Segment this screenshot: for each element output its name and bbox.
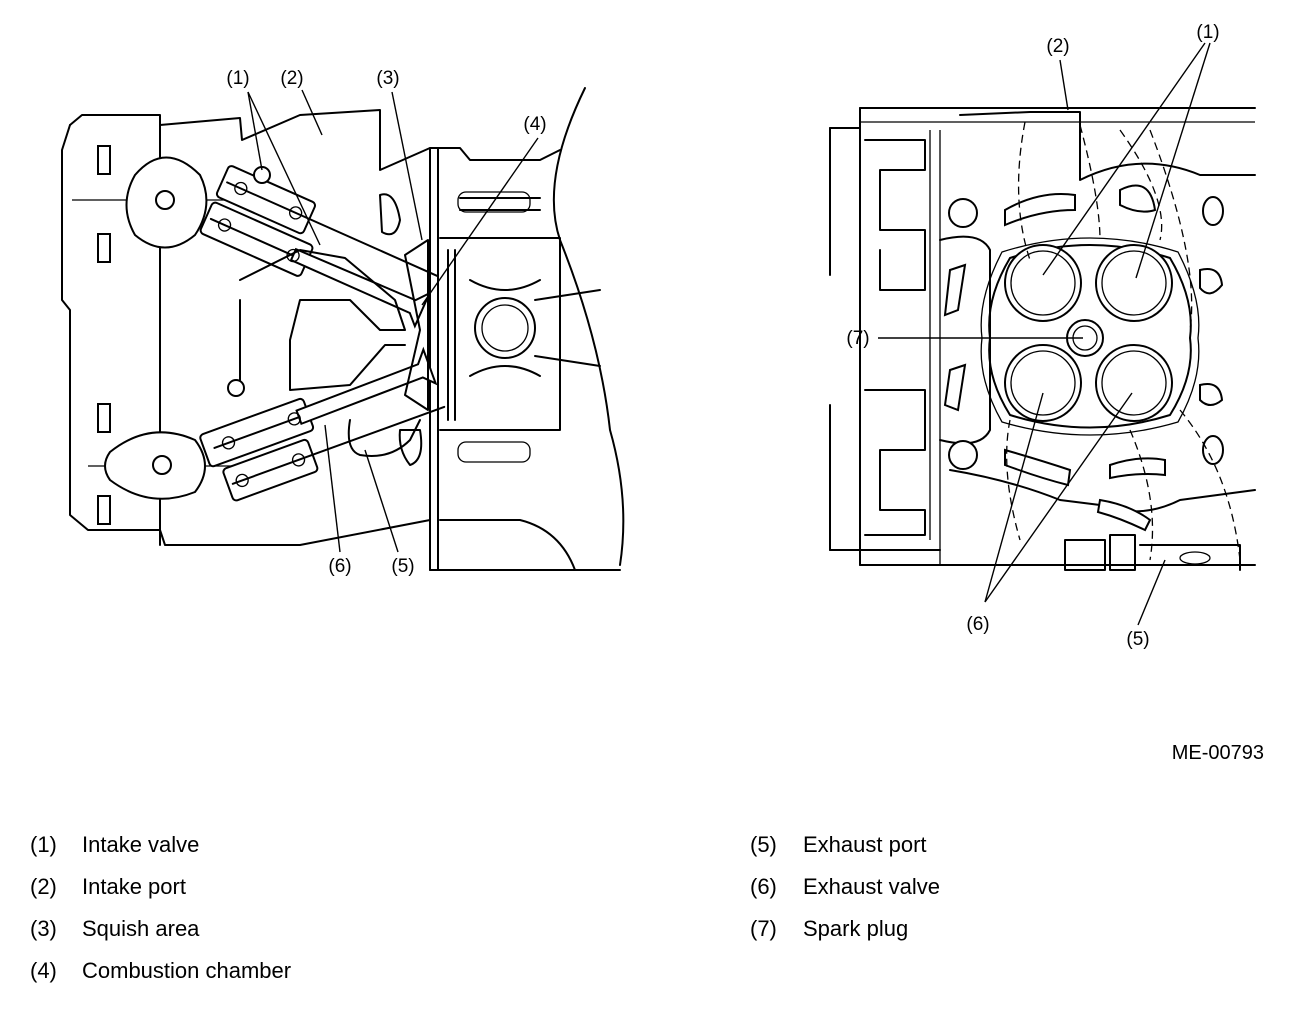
legend-label: Exhaust valve [803, 874, 940, 899]
callout-2-bottom: (2) [1046, 36, 1069, 57]
callout-1: (1) [226, 68, 249, 89]
bottom-view-leaders [878, 42, 1211, 626]
legend-label: Combustion chamber [82, 958, 291, 983]
legend-number: (1) [30, 832, 57, 857]
legend-label: Exhaust port [803, 832, 927, 857]
callout-3: (3) [376, 68, 399, 89]
legend: (1) Intake valve (2) Intake port (3) Squ… [30, 832, 940, 983]
bottom-view-callouts: (1) (2) (7) (6) (5) [846, 22, 1219, 650]
callout-5-bottom: (5) [1126, 629, 1149, 650]
legend-label: Intake port [82, 874, 186, 899]
callout-5: (5) [391, 556, 414, 577]
legend-label: Intake valve [82, 832, 199, 857]
cross-section-callouts: (1) (2) (3) (4) (6) (5) [226, 68, 546, 577]
callout-6: (6) [328, 556, 351, 577]
legend-number: (4) [30, 958, 57, 983]
bottom-view [829, 107, 1256, 571]
legend-number: (6) [750, 874, 777, 899]
callout-7-bottom: (7) [846, 328, 869, 349]
callout-1-bottom: (1) [1196, 22, 1219, 43]
cross-section-view [61, 87, 625, 571]
callout-4: (4) [523, 114, 546, 135]
legend-number: (5) [750, 832, 777, 857]
figure-code: ME-00793 [1172, 742, 1264, 764]
callout-2: (2) [280, 68, 303, 89]
callout-6-bottom: (6) [966, 614, 989, 635]
legend-number: (3) [30, 916, 57, 941]
legend-number: (7) [750, 916, 777, 941]
cross-section-leaders [247, 89, 539, 553]
legend-label: Spark plug [803, 916, 908, 941]
legend-number: (2) [30, 874, 57, 899]
legend-label: Squish area [82, 916, 200, 941]
